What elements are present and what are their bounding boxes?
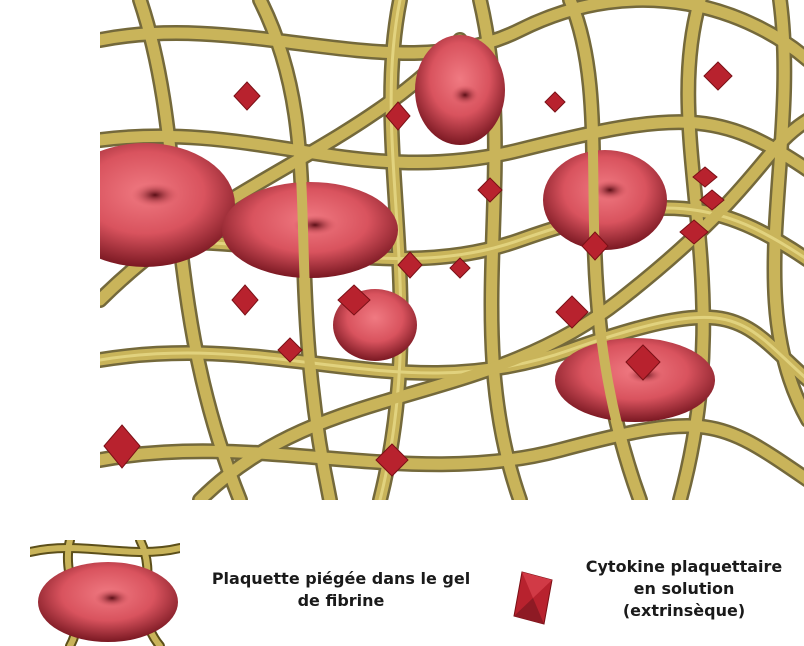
legend-label-platelet: Plaquette piégée dans le gel de fibrine [196,568,486,612]
platelet-cell [222,182,398,278]
legend-cytokine-line3: (extrinsèque) [572,600,796,622]
legend-swatch-platelet [30,540,180,646]
legend-label-cytokine: Cytokine plaquettaire en solution (extri… [572,556,796,622]
legend-platelet-line2: de fibrine [196,590,486,612]
platelet-cell [415,35,505,145]
legend-cytokine-line1: Cytokine plaquettaire [572,556,796,578]
platelet-cell [543,150,667,250]
legend-swatch-cytokine [510,568,556,628]
legend-cytokine-line2: en solution [572,578,796,600]
legend-platelet-line1: Plaquette piégée dans le gel [196,568,486,590]
platelet-cell [555,338,715,422]
platelet-fibrin-gel-illustration [100,0,804,500]
